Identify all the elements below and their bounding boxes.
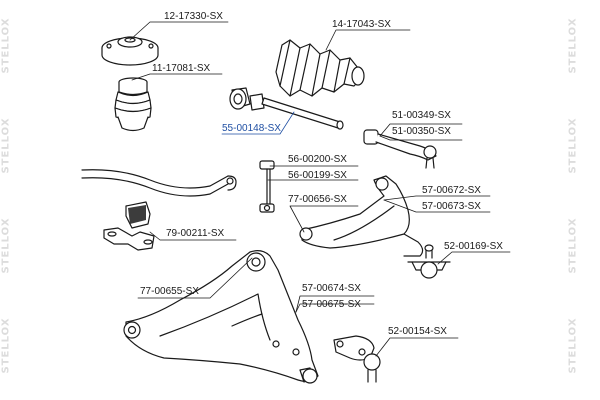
bump-stop-drawing[interactable] bbox=[114, 77, 152, 132]
label-upper-bushing[interactable]: 77-00656-SX bbox=[288, 194, 347, 205]
label-lower-bushing[interactable]: 77-00655-SX bbox=[140, 286, 199, 297]
label-steering-boot[interactable]: 14-17043-SX bbox=[332, 19, 391, 30]
leader-lines bbox=[129, 21, 511, 357]
stabilizer-bushing-drawing[interactable] bbox=[103, 201, 155, 251]
strut-mount-drawing[interactable] bbox=[101, 36, 159, 66]
label-tie-rod-end-b[interactable]: 51-00350-SX bbox=[392, 126, 451, 137]
stabilizer-bar-drawing[interactable] bbox=[81, 169, 237, 197]
inner-tie-rod-drawing[interactable] bbox=[229, 87, 344, 130]
label-strut-mount[interactable]: 12-17330-SX bbox=[164, 11, 223, 22]
label-lower-ball-joint[interactable]: 52-00154-SX bbox=[388, 326, 447, 337]
label-bump-stop[interactable]: 11-17081-SX bbox=[152, 63, 211, 74]
upper-control-arm-drawing[interactable] bbox=[299, 175, 424, 257]
tie-rod-end-drawing[interactable] bbox=[363, 129, 437, 169]
upper-ball-joint-drawing[interactable] bbox=[407, 244, 451, 279]
label-inner-tie-rod[interactable]: 55-00148-SX bbox=[222, 123, 281, 134]
label-tie-rod-end-a[interactable]: 51-00349-SX bbox=[392, 110, 451, 121]
label-lower-arm-a[interactable]: 57-00674-SX bbox=[302, 283, 361, 294]
lower-ball-joint-drawing[interactable] bbox=[333, 335, 381, 383]
label-upper-ball-joint[interactable]: 52-00169-SX bbox=[444, 241, 503, 252]
label-stab-link-b[interactable]: 56-00199-SX bbox=[288, 170, 347, 181]
lower-control-arm-drawing[interactable] bbox=[123, 250, 319, 384]
label-lower-arm-b[interactable]: 57-00675-SX bbox=[302, 299, 361, 310]
steering-boot-drawing[interactable] bbox=[275, 39, 365, 97]
label-stab-link-a[interactable]: 56-00200-SX bbox=[288, 154, 347, 165]
label-upper-arm-a[interactable]: 57-00672-SX bbox=[422, 185, 481, 196]
label-upper-arm-b[interactable]: 57-00673-SX bbox=[422, 201, 481, 212]
label-stab-bushing[interactable]: 79-00211-SX bbox=[166, 228, 225, 239]
stabilizer-link-drawing[interactable] bbox=[259, 160, 275, 213]
